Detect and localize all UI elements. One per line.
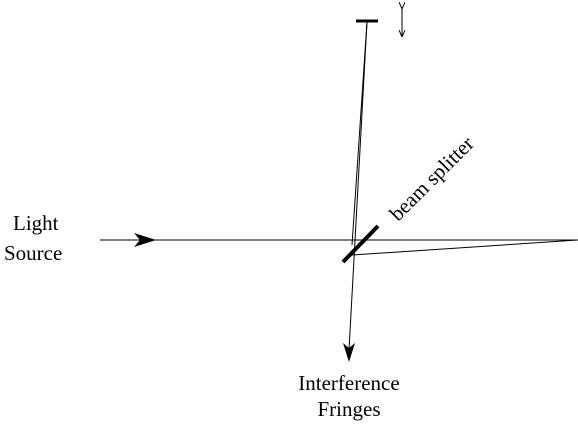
vertical-beam-down xyxy=(348,21,368,351)
beam-splitter-label: beam splitter xyxy=(385,131,479,225)
beam-splitter xyxy=(341,224,380,264)
output-beam-arrowhead xyxy=(343,343,355,362)
interference-fringes-label-line2: Fringes xyxy=(318,397,381,421)
interference-fringes-label-line1: Interference xyxy=(298,371,399,395)
incoming-beam-arrowhead xyxy=(134,233,156,247)
right-return-beam xyxy=(351,239,578,256)
light-source-label-line2: Source xyxy=(4,241,62,265)
light-source-label-line1: Light xyxy=(13,211,59,235)
